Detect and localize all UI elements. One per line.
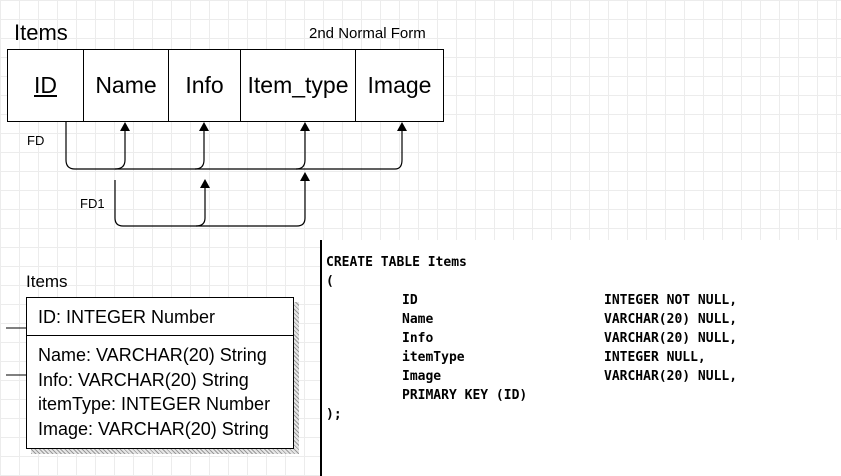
- normal-form-label: 2nd Normal Form: [309, 25, 426, 42]
- sql-column-name: ID: [402, 293, 418, 308]
- entity-connector-lines: [6, 327, 26, 376]
- arrowhead-fd1-item-type: [300, 172, 310, 181]
- arrowhead-name: [120, 122, 130, 131]
- entity-attribute: Info: VARCHAR(20) String: [38, 369, 249, 390]
- sql-column-name: itemType: [402, 350, 465, 365]
- fd-branch-item-type: [295, 126, 306, 170]
- entity-title: Items: [26, 272, 68, 291]
- entity-body: ID: INTEGER Number Name: VARCHAR(20) Str…: [26, 297, 294, 449]
- sql-column-type: INTEGER NOT NULL,: [604, 293, 738, 308]
- column-name: Name: [84, 50, 169, 121]
- arrowhead-image: [397, 122, 407, 131]
- fd-label: FD: [27, 133, 45, 148]
- sql-column-type: VARCHAR(20) NULL,: [604, 312, 738, 327]
- entity-primary-key: ID: INTEGER Number: [27, 298, 293, 336]
- sql-open-paren: (: [326, 274, 334, 289]
- entity-attributes: Name: VARCHAR(20) String Info: VARCHAR(2…: [27, 336, 293, 441]
- sql-column-type: VARCHAR(20) NULL,: [604, 331, 738, 346]
- fd1-branch-info: [195, 184, 206, 227]
- column-info: Info: [169, 50, 241, 121]
- entity-attribute: itemType: INTEGER Number: [38, 394, 271, 414]
- fd-line: [65, 122, 403, 170]
- sql-column-name: Name: [402, 312, 434, 327]
- fd1-label: FD1: [80, 196, 105, 211]
- table-title: Items: [14, 20, 68, 45]
- entity-attribute: Image: VARCHAR(20) String: [38, 418, 269, 439]
- fd1-line: [114, 176, 306, 227]
- column-image: Image: [367, 72, 432, 98]
- dependency-arrows: [65, 122, 407, 227]
- sql-column-name: Image: [402, 369, 442, 384]
- arrowhead-item-type: [300, 122, 310, 131]
- entity-box: ID: INTEGER Number Name: VARCHAR(20) Str…: [26, 297, 299, 454]
- fd-branch-info: [194, 126, 205, 170]
- sql-column-type: INTEGER NULL,: [604, 350, 706, 365]
- arrowhead-info: [199, 122, 209, 131]
- attribute-table: ID Name Info Item_type Image: [7, 49, 444, 122]
- column-id: ID: [8, 50, 84, 121]
- entity-attribute: Name: VARCHAR(20) String: [38, 345, 267, 365]
- sql-column-name: Info: [402, 331, 434, 346]
- sql-column-type: VARCHAR(20) NULL,: [604, 369, 738, 384]
- column-item-type: Item_type: [241, 50, 356, 121]
- sql-panel: CREATE TABLE Items ( ID INTEGER NOT NULL…: [320, 240, 841, 476]
- sql-primary-key: PRIMARY KEY (ID): [402, 388, 528, 403]
- sql-close: );: [326, 407, 342, 422]
- sql-header: CREATE TABLE Items: [326, 255, 467, 270]
- arrowhead-fd1-info: [200, 179, 210, 188]
- fd-branch-name: [114, 126, 126, 170]
